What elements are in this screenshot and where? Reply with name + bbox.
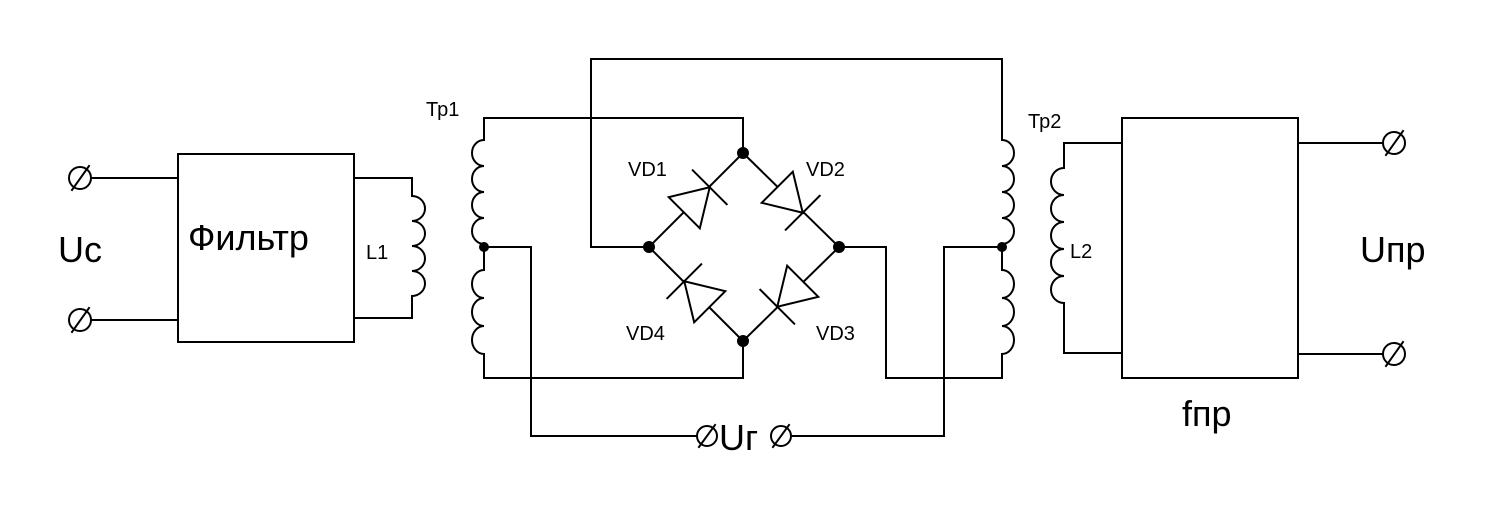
transformer-tr1-winding bbox=[471, 118, 485, 378]
output-block bbox=[1121, 117, 1299, 379]
wire-right-tap-to-ug bbox=[792, 246, 1003, 437]
diode-vd3-label: VD3 bbox=[816, 323, 855, 345]
middle-transformer-right-winding bbox=[1001, 118, 1015, 378]
output-terminal-bottom bbox=[1382, 340, 1406, 368]
wire-tr1-top-to-bridge bbox=[483, 117, 744, 154]
bridge-node-top bbox=[737, 147, 749, 159]
diode-vd2 bbox=[759, 169, 822, 232]
input-terminal-bottom bbox=[68, 306, 92, 334]
output-terminal-top bbox=[1382, 129, 1406, 157]
diode-vd3 bbox=[758, 263, 821, 326]
wire-tr1-bottom-to-bridge bbox=[483, 340, 744, 379]
output-voltage-label: Uпр bbox=[1360, 229, 1426, 270]
inductor-l1-label: L1 bbox=[366, 242, 388, 264]
diode-vd4 bbox=[665, 262, 728, 325]
input-voltage-label: Uc bbox=[58, 229, 102, 270]
inductor-l2 bbox=[1050, 167, 1065, 304]
filter-block bbox=[177, 153, 355, 343]
inductor-l1 bbox=[411, 178, 426, 318]
diode-vd1-label: VD1 bbox=[628, 159, 667, 181]
wire-l2-top bbox=[1063, 142, 1123, 169]
filter-label: Фильтр bbox=[188, 217, 309, 258]
diode-vd4-label: VD4 bbox=[626, 323, 665, 345]
bridge-node-bottom bbox=[737, 335, 749, 347]
output-frequency-label: fпр bbox=[1182, 393, 1232, 434]
diode-vd1 bbox=[666, 168, 729, 231]
input-terminal-top bbox=[68, 164, 92, 192]
ug-terminal-left bbox=[696, 423, 718, 449]
wire-bridge-right-to-winding-bottom bbox=[838, 246, 1003, 379]
wire-l2-bottom bbox=[1063, 302, 1123, 354]
diode-vd2-label: VD2 bbox=[806, 159, 845, 181]
ug-terminal-right bbox=[770, 423, 792, 449]
wire-bridge-left-to-tr2-winding-top bbox=[590, 58, 1003, 248]
transformer-tr1-label: Тр1 bbox=[426, 99, 459, 121]
generator-voltage-label: Uг bbox=[719, 417, 758, 458]
transformer-tr2-label: Тр2 bbox=[1028, 111, 1061, 133]
wire-tr1-tap-to-ug bbox=[483, 246, 698, 437]
inductor-l2-label: L2 bbox=[1070, 241, 1092, 263]
